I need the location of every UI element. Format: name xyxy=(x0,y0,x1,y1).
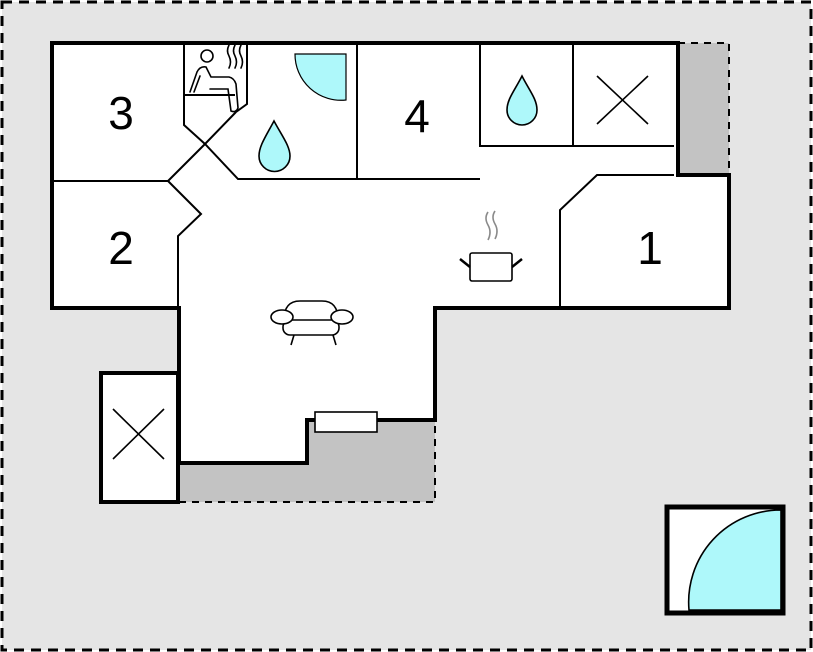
water-drop-icon xyxy=(506,74,538,126)
shower-icon xyxy=(294,53,347,101)
armchair-icon xyxy=(270,300,354,346)
cross-storage-icon xyxy=(112,408,165,460)
shed xyxy=(99,371,180,504)
room-1-label: 1 xyxy=(637,222,663,274)
water-drop-icon xyxy=(258,119,291,173)
hot-tub-icon xyxy=(664,504,786,616)
room-4-label: 4 xyxy=(404,90,430,142)
sauna-icon xyxy=(189,44,244,113)
interior-walls xyxy=(52,43,674,308)
cooking-pot-icon xyxy=(459,210,523,282)
cross-storage-icon xyxy=(596,75,649,125)
terrace-top-right xyxy=(678,42,730,175)
room-3-label: 3 xyxy=(108,87,134,139)
room-2-label: 2 xyxy=(108,222,134,274)
fireplace-icon xyxy=(314,411,378,433)
